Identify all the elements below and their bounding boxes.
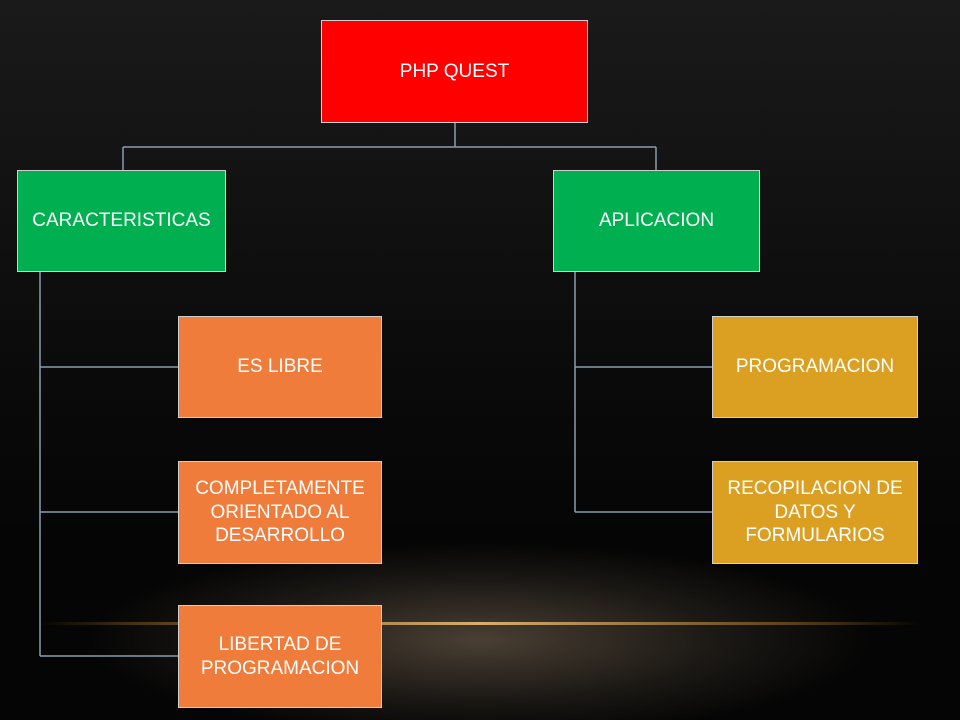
connector-right-branch — [574, 272, 712, 513]
node-libertad-programacion: LIBERTAD DE PROGRAMACION — [178, 605, 382, 708]
node-branch-caracteristicas-label: CARACTERISTICAS — [32, 210, 211, 232]
decorative-glow-line — [40, 622, 920, 625]
node-branch-aplicacion: APLICACION — [553, 170, 760, 272]
node-completamente-orientado-label: COMPLETAMENTE ORIENTADO AL DESARROLLO — [195, 477, 365, 547]
connector-root-bus — [122, 123, 657, 170]
node-programacion: PROGRAMACION — [712, 316, 918, 418]
node-recopilacion-datos: RECOPILACION DE DATOS Y FORMULARIOS — [712, 461, 918, 564]
node-recopilacion-datos-label: RECOPILACION DE DATOS Y FORMULARIOS — [727, 477, 903, 547]
node-root: PHP QUEST — [321, 20, 588, 123]
node-es-libre: ES LIBRE — [178, 316, 382, 418]
node-root-label: PHP QUEST — [399, 60, 510, 82]
node-completamente-orientado: COMPLETAMENTE ORIENTADO AL DESARROLLO — [178, 461, 382, 564]
node-programacion-label: PROGRAMACION — [735, 356, 895, 378]
node-branch-aplicacion-label: APLICACION — [598, 210, 715, 232]
connector-left-branch — [39, 272, 178, 657]
node-branch-caracteristicas: CARACTERISTICAS — [17, 170, 226, 272]
node-es-libre-label: ES LIBRE — [237, 356, 323, 378]
node-libertad-programacion-label: LIBERTAD DE PROGRAMACION — [200, 633, 360, 679]
